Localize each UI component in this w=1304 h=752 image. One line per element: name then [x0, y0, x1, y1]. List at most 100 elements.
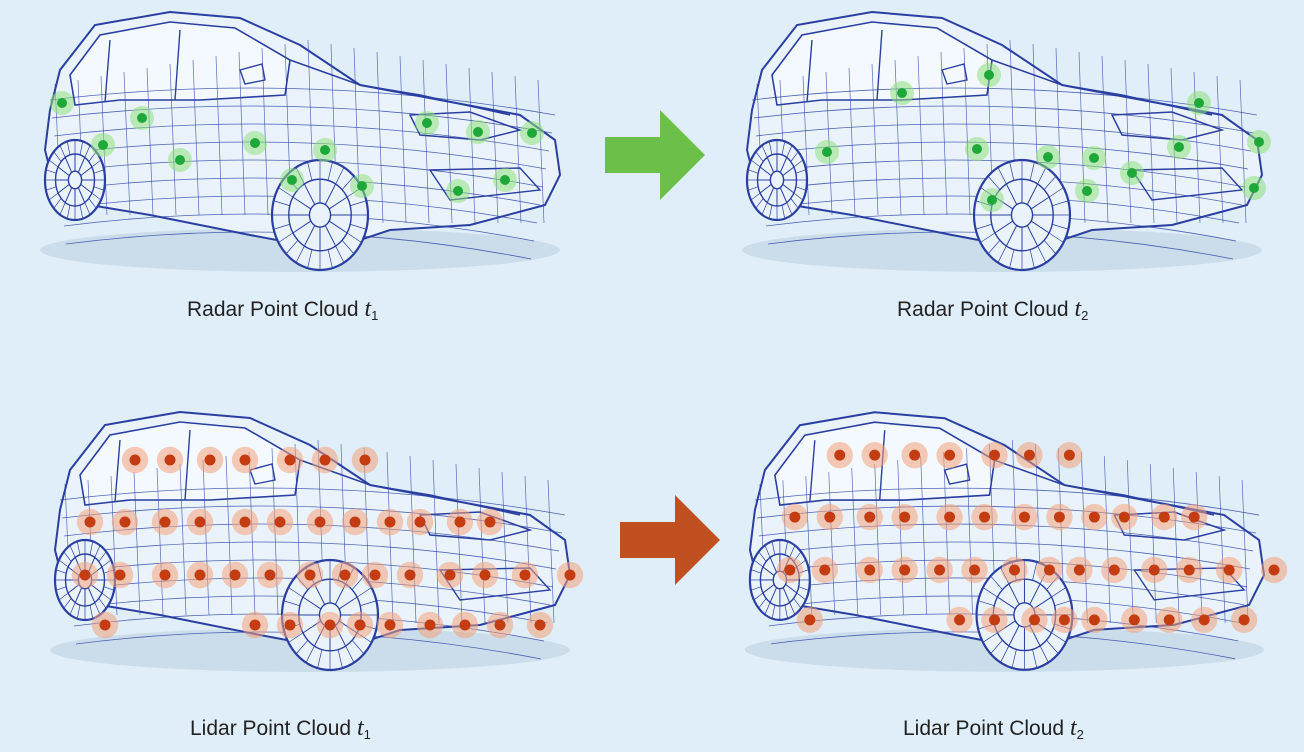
point	[264, 569, 276, 581]
point	[1163, 614, 1175, 626]
point	[175, 155, 185, 165]
point	[819, 564, 831, 576]
right-arrow-icon	[620, 495, 720, 585]
point	[824, 511, 836, 523]
point	[944, 449, 956, 461]
point	[1063, 449, 1075, 461]
point	[454, 516, 466, 528]
point	[1158, 511, 1170, 523]
point	[239, 454, 251, 466]
point	[304, 569, 316, 581]
radar-points	[815, 63, 1271, 212]
lidar-points	[776, 441, 1288, 634]
point	[989, 449, 1001, 461]
point	[1249, 183, 1259, 193]
point	[250, 138, 260, 148]
wireframe-car-icon	[40, 10, 562, 272]
point	[384, 516, 396, 528]
point	[484, 516, 496, 528]
point	[319, 454, 331, 466]
point	[869, 449, 881, 461]
point	[519, 569, 531, 581]
point	[972, 144, 982, 154]
point	[404, 569, 416, 581]
point	[314, 516, 326, 528]
point	[1223, 564, 1235, 576]
point	[1082, 186, 1092, 196]
point	[424, 619, 436, 631]
point	[1183, 564, 1195, 576]
point	[479, 569, 491, 581]
point	[79, 569, 91, 581]
point	[804, 614, 816, 626]
point	[1073, 564, 1085, 576]
point	[204, 454, 216, 466]
point	[137, 113, 147, 123]
point	[114, 569, 126, 581]
point	[1194, 98, 1204, 108]
point	[1028, 614, 1040, 626]
point	[57, 98, 67, 108]
point	[979, 511, 991, 523]
point	[1254, 137, 1264, 147]
point	[459, 619, 471, 631]
point	[897, 88, 907, 98]
point	[159, 569, 171, 581]
point	[473, 127, 483, 137]
point	[1018, 511, 1030, 523]
point	[444, 569, 456, 581]
point	[159, 516, 171, 528]
point	[500, 175, 510, 185]
right-arrow-icon	[605, 110, 705, 200]
point	[339, 569, 351, 581]
point	[954, 614, 966, 626]
point	[527, 128, 537, 138]
point	[384, 619, 396, 631]
point	[274, 516, 286, 528]
radar-points	[50, 91, 544, 203]
point	[822, 147, 832, 157]
wireframe-car-icon	[744, 411, 1288, 672]
point	[369, 569, 381, 581]
point	[934, 564, 946, 576]
point	[1053, 511, 1065, 523]
panel-radar-t1: Radar Point Cloud t1	[0, 0, 600, 340]
point	[194, 516, 206, 528]
panel-lidar-t2: Lidar Point Cloud t2	[705, 400, 1304, 752]
point	[1088, 511, 1100, 523]
panel-radar-t2: Radar Point Cloud t2	[700, 0, 1304, 340]
point	[1174, 142, 1184, 152]
point	[899, 511, 911, 523]
point	[1043, 564, 1055, 576]
point	[1088, 614, 1100, 626]
point	[564, 569, 576, 581]
point	[1268, 564, 1280, 576]
panel-lidar-t1: Lidar Point Cloud t1	[10, 400, 610, 752]
point	[534, 619, 546, 631]
point	[864, 511, 876, 523]
point	[1188, 511, 1200, 523]
point	[909, 449, 921, 461]
point	[99, 619, 111, 631]
point	[453, 186, 463, 196]
point	[1148, 564, 1160, 576]
point	[1118, 511, 1130, 523]
point	[129, 454, 141, 466]
point	[864, 564, 876, 576]
point	[320, 145, 330, 155]
point	[359, 454, 371, 466]
point	[834, 449, 846, 461]
point	[249, 619, 261, 631]
caption-radar-t2: Radar Point Cloud t2	[897, 296, 1089, 323]
point	[164, 454, 176, 466]
point	[354, 619, 366, 631]
point	[1043, 152, 1053, 162]
point	[984, 70, 994, 80]
point	[1089, 153, 1099, 163]
point	[969, 564, 981, 576]
point	[84, 516, 96, 528]
point	[194, 569, 206, 581]
point	[239, 516, 251, 528]
lidar-points	[71, 446, 584, 639]
point	[1008, 564, 1020, 576]
